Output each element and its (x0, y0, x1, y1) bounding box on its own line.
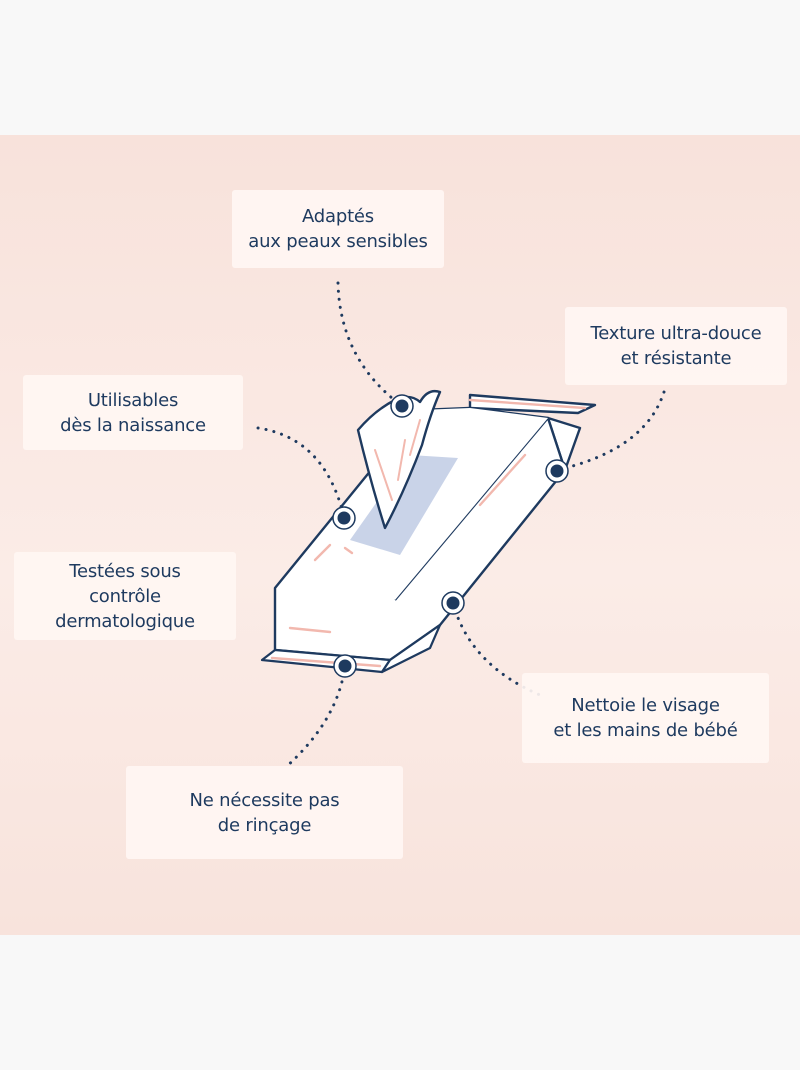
pack-window (350, 455, 458, 555)
callout-texture-line-2: et résistante (620, 348, 732, 369)
callout-sensitive-skin-line-1: Adaptés (302, 206, 374, 227)
callout-dots (332, 394, 569, 678)
callout-dermatology: Testées sous contrôle dermatologique (14, 552, 236, 640)
leader-line-no-rinse (284, 664, 347, 769)
callout-texture: Texture ultra-douce et résistante (565, 307, 787, 385)
callout-texture-line-1: Texture ultra-douce (590, 323, 762, 344)
callout-face-hands: Nettoie le visage et les mains de bébé (522, 673, 769, 763)
callout-no-rinse-line-1: Ne nécessite pas (189, 789, 340, 811)
pack-body (260, 398, 587, 674)
callout-dermatology-line-3: dermatologique (55, 610, 195, 632)
callout-from-birth-line-2: dès la naissance (60, 414, 206, 436)
callout-face-hands-line-2: et les mains de bébé (553, 720, 738, 741)
callout-dermatology-line-2: contrôle (89, 585, 161, 607)
callout-from-birth-line-1: Utilisables (87, 389, 179, 411)
dot-texture (545, 459, 569, 483)
dot-no-rinse (333, 654, 357, 678)
callout-sensitive-skin: Adaptés aux peaux sensibles (232, 190, 444, 268)
callout-sensitive-skin-line-2: aux peaux sensibles (248, 231, 428, 252)
callout-no-rinse-line-2: de rinçage (217, 814, 312, 836)
leader-line-from-birth (256, 426, 346, 519)
callout-no-rinse: Ne nécessite pas de rinçage (126, 766, 403, 859)
callout-from-birth: Utilisables dès la naissance (23, 375, 243, 450)
callout-dermatology-line-1: Testées sous (69, 560, 181, 582)
callout-face-hands-line-1: Nettoie le visage (571, 695, 720, 716)
dot-from-birth (332, 506, 356, 530)
leader-line-sensitive-skin (336, 281, 404, 408)
dot-face-hands (441, 591, 465, 615)
dot-sensitive-skin (390, 394, 414, 418)
